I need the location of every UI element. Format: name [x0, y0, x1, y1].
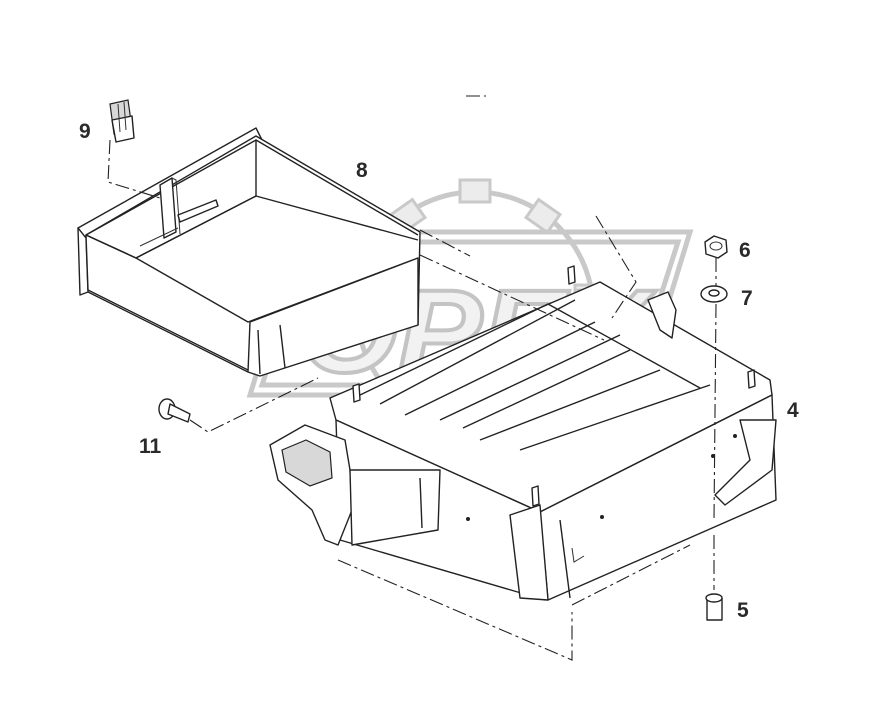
washer-part-7	[700, 285, 728, 303]
mount-bracket	[269, 424, 441, 546]
callout-4: 4	[787, 399, 799, 422]
callout-9: 9	[79, 120, 91, 143]
assembly-guide-lines	[337, 95, 717, 661]
callout-8: 8	[356, 159, 368, 182]
tray-part-8	[77, 127, 421, 377]
callout-6: 6	[739, 239, 751, 262]
callout-11: 11	[139, 435, 162, 458]
frame-part-4	[329, 265, 777, 601]
clip-part-9	[107, 99, 161, 199]
nut-part-6	[704, 235, 728, 259]
callout-5: 5	[737, 599, 749, 622]
callout-7: 7	[741, 287, 753, 310]
spacer-part-5	[705, 593, 723, 621]
bolt-part-11	[158, 377, 319, 433]
